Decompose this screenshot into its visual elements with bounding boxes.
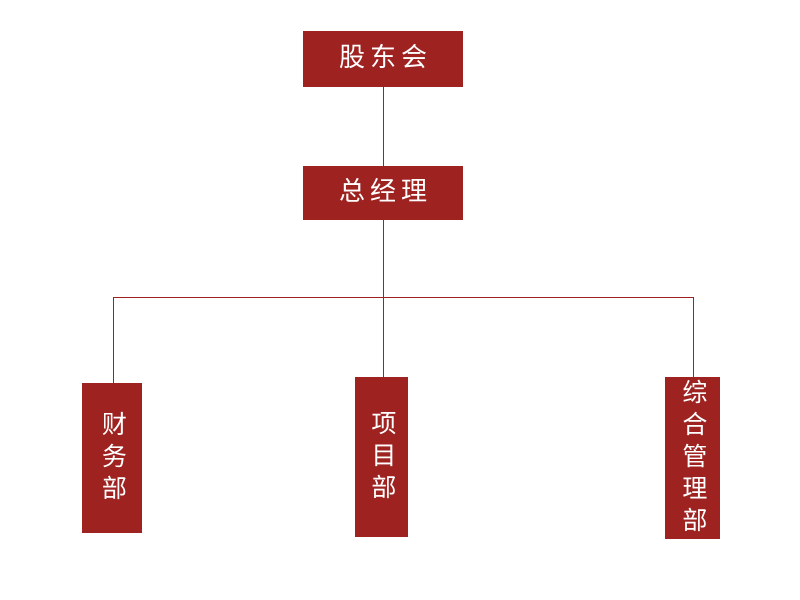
connector-shareholders-to-general-manager <box>383 87 384 166</box>
connector-bus-to-admin <box>693 297 694 377</box>
connector-general-manager-to-project <box>383 220 384 377</box>
org-node-project-department[interactable]: 项目部 <box>355 377 408 537</box>
org-node-finance-department[interactable]: 财务部 <box>82 383 142 533</box>
connector-bus-to-finance <box>113 297 114 383</box>
org-node-admin-department[interactable]: 综合管理部 <box>665 377 720 539</box>
connector-horizontal-bus <box>113 297 694 298</box>
org-node-general-manager[interactable]: 总经理 <box>303 166 463 220</box>
org-node-shareholders[interactable]: 股东会 <box>303 31 463 87</box>
